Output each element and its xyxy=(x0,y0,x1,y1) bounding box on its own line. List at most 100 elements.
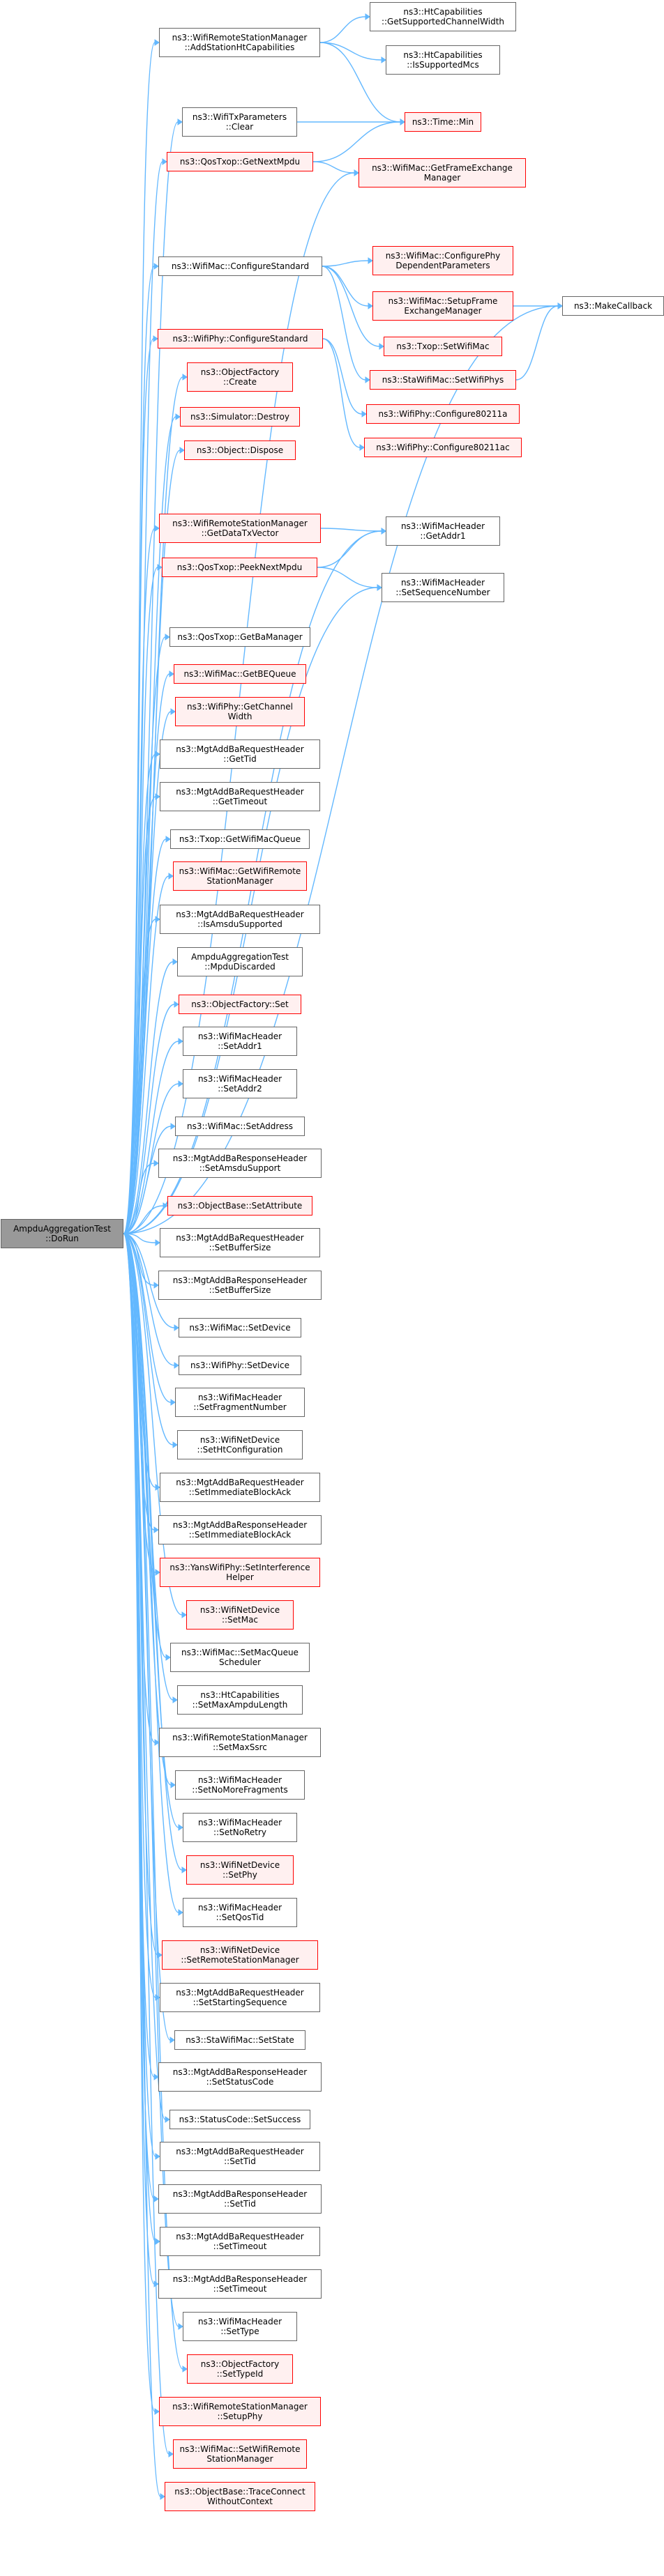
node-label-line: Width xyxy=(227,712,252,721)
graph-node[interactable]: ns3::MgtAddBaRequestHeader::SetStartingS… xyxy=(160,1983,320,2012)
graph-node[interactable]: ns3::WifiRemoteStationManager::AddStatio… xyxy=(159,28,320,57)
graph-node[interactable]: ns3::WifiMac::SetAddress xyxy=(175,1117,305,1136)
graph-node[interactable]: ns3::WifiPhy::Configure80211ac xyxy=(364,438,522,457)
graph-node[interactable]: ns3::MgtAddBaRequestHeader::GetTimeout xyxy=(160,782,320,811)
call-edge xyxy=(322,266,380,347)
graph-node[interactable]: ns3::WifiMacHeader::SetType xyxy=(183,2312,297,2341)
node-label-line: Helper xyxy=(226,1572,254,1582)
graph-node[interactable]: ns3::WifiMacHeader::GetAddr1 xyxy=(386,516,500,546)
graph-node[interactable]: ns3::MgtAddBaRequestHeader::SetImmediate… xyxy=(160,1473,320,1502)
graph-node[interactable]: ns3::MgtAddBaResponseHeader::SetStatusCo… xyxy=(158,2062,322,2092)
graph-node[interactable]: ns3::Txop::SetWifiMac xyxy=(384,337,502,356)
call-edge-arrowhead xyxy=(175,413,181,420)
call-edge xyxy=(123,1004,175,1234)
graph-node[interactable]: ns3::MgtAddBaRequestHeader::SetTid xyxy=(160,2142,320,2171)
graph-node[interactable]: ns3::WifiRemoteStationManager::SetMaxSsr… xyxy=(159,1728,321,1757)
call-edge xyxy=(312,121,401,162)
graph-node[interactable]: ns3::WifiNetDevice::SetPhy xyxy=(186,1855,294,1885)
node-label-line: ns3::HtCapabilities xyxy=(403,7,483,17)
call-edge xyxy=(123,1233,175,1366)
node-label-line: StationManager xyxy=(206,2454,273,2464)
graph-node[interactable]: ns3::HtCapabilities::IsSupportedMcs xyxy=(386,45,500,75)
graph-node[interactable]: ns3::StaWifiMac::SetWifiPhys xyxy=(370,370,516,390)
graph-node[interactable]: ns3::ObjectFactory::Create xyxy=(187,362,293,392)
graph-node[interactable]: ns3::WifiMac::SetDevice xyxy=(179,1318,301,1337)
graph-node[interactable]: ns3::ObjectFactory::SetTypeId xyxy=(187,2354,293,2384)
call-edge-arrowhead xyxy=(160,2493,165,2500)
graph-node[interactable]: ns3::WifiNetDevice::SetRemoteStationMana… xyxy=(162,1940,318,1970)
graph-node[interactable]: ns3::MgtAddBaResponseHeader::SetAmsduSup… xyxy=(158,1149,322,1178)
graph-node[interactable]: ns3::StaWifiMac::SetState xyxy=(174,2030,305,2050)
call-edge xyxy=(123,1041,179,1234)
graph-node[interactable]: ns3::MgtAddBaRequestHeader::SetBufferSiz… xyxy=(160,1228,320,1257)
call-edge-arrowhead xyxy=(181,1866,187,1873)
graph-node[interactable]: ns3::MgtAddBaRequestHeader::SetTimeout xyxy=(160,2227,320,2256)
graph-node[interactable]: ns3::MgtAddBaRequestHeader::IsAmsduSuppo… xyxy=(160,905,320,934)
graph-node[interactable]: ns3::WifiTxParameters::Clear xyxy=(182,107,297,137)
graph-node[interactable]: ns3::ObjectFactory::Set xyxy=(179,995,301,1014)
graph-node[interactable]: ns3::Txop::GetWifiMacQueue xyxy=(170,829,310,849)
graph-node[interactable]: ns3::HtCapabilities::GetSupportedChannel… xyxy=(370,2,516,31)
graph-node[interactable]: ns3::WifiPhy::ConfigureStandard xyxy=(158,329,323,348)
graph-node[interactable]: ns3::WifiNetDevice::SetHtConfiguration xyxy=(177,1430,303,1459)
call-edge xyxy=(317,567,378,588)
graph-node[interactable]: ns3::Simulator::Destroy xyxy=(180,407,300,427)
node-label-line: ::SetAddr2 xyxy=(218,1084,262,1094)
graph-node[interactable]: ns3::WifiPhy::SetDevice xyxy=(179,1356,301,1375)
graph-node[interactable]: ns3::WifiPhy::Configure80211a xyxy=(366,404,520,424)
call-edge xyxy=(322,260,369,267)
graph-node[interactable]: ns3::WifiMacHeader::SetSequenceNumber xyxy=(382,573,504,602)
graph-node[interactable]: AmpduAggregationTest::MpduDiscarded xyxy=(177,947,303,976)
call-edge xyxy=(123,1233,183,2370)
graph-node[interactable]: ns3::MakeCallback xyxy=(562,296,664,316)
graph-node[interactable]: ns3::Time::Min xyxy=(405,112,481,132)
graph-node[interactable]: ns3::HtCapabilities::SetMaxAmpduLength xyxy=(177,1685,303,1715)
graph-node[interactable]: ns3::QosTxop::GetNextMpdu xyxy=(167,152,313,171)
node-label-line: ns3::WifiNetDevice xyxy=(199,1860,280,1870)
node-label-line: ns3::WifiMac::GetBEQueue xyxy=(183,669,296,679)
graph-node-root[interactable]: AmpduAggregationTest ::DoRun xyxy=(1,1219,123,1248)
graph-node[interactable]: ns3::ObjectBase::SetAttribute xyxy=(167,1196,312,1216)
graph-node[interactable]: ns3::WifiMacHeader::SetNoRetry xyxy=(183,1813,297,1842)
graph-node[interactable]: ns3::QosTxop::PeekNextMpdu xyxy=(162,558,317,577)
node-label-line: ns3::ObjectBase::SetAttribute xyxy=(177,1201,303,1211)
call-edge xyxy=(123,42,156,1234)
graph-node[interactable]: ns3::Object::Dispose xyxy=(184,440,296,460)
call-edge-arrowhead xyxy=(170,708,176,715)
graph-node[interactable]: ns3::WifiMacHeader::SetQosTid xyxy=(183,1898,297,1927)
graph-node[interactable]: ns3::WifiRemoteStationManager::GetDataTx… xyxy=(159,514,321,543)
graph-node[interactable]: ns3::QosTxop::GetBaManager xyxy=(169,627,310,647)
graph-node[interactable]: ns3::WifiMac::GetBEQueue xyxy=(174,664,306,684)
node-label-line: ::SetAmsduSupport xyxy=(199,1163,281,1173)
graph-node[interactable]: ns3::WifiMacHeader::SetNoMoreFragments xyxy=(175,1770,305,1800)
graph-node[interactable]: ns3::MgtAddBaResponseHeader::SetTid xyxy=(158,2184,322,2214)
graph-node[interactable]: ns3::WifiRemoteStationManager::SetupPhy xyxy=(159,2397,321,2426)
graph-node[interactable]: ns3::WifiNetDevice::SetMac xyxy=(186,1600,294,1630)
graph-node[interactable]: ns3::MgtAddBaResponseHeader::SetImmediat… xyxy=(158,1515,322,1544)
graph-node[interactable]: ns3::WifiMacHeader::SetAddr2 xyxy=(183,1069,297,1098)
graph-node[interactable]: ns3::WifiMacHeader::SetAddr1 xyxy=(183,1027,297,1056)
node-label-line: ::IsSupportedMcs xyxy=(407,60,479,70)
call-edge xyxy=(319,16,366,43)
node-label-line: ns3::YansWifiPhy::SetInterference xyxy=(169,1563,310,1572)
graph-node[interactable]: ns3::WifiMacHeader::SetFragmentNumber xyxy=(175,1388,305,1417)
graph-node[interactable]: ns3::WifiMac::ConfigureStandard xyxy=(158,256,322,276)
call-edge-arrowhead xyxy=(182,374,188,381)
node-label-line: ::SetRemoteStationManager xyxy=(181,1955,299,1965)
graph-node[interactable]: ns3::MgtAddBaResponseHeader::SetTimeout xyxy=(158,2269,322,2299)
graph-node[interactable]: ns3::StatusCode::SetSuccess xyxy=(169,2110,310,2129)
node-label-line: Manager xyxy=(423,173,461,183)
call-edge-arrowhead xyxy=(381,528,386,535)
node-label-line: ns3::MgtAddBaRequestHeader xyxy=(176,1988,304,1998)
graph-node[interactable]: ns3::MgtAddBaRequestHeader::GetTid xyxy=(160,739,320,769)
graph-node[interactable]: ns3::MgtAddBaResponseHeader::SetBufferSi… xyxy=(158,1271,322,1300)
